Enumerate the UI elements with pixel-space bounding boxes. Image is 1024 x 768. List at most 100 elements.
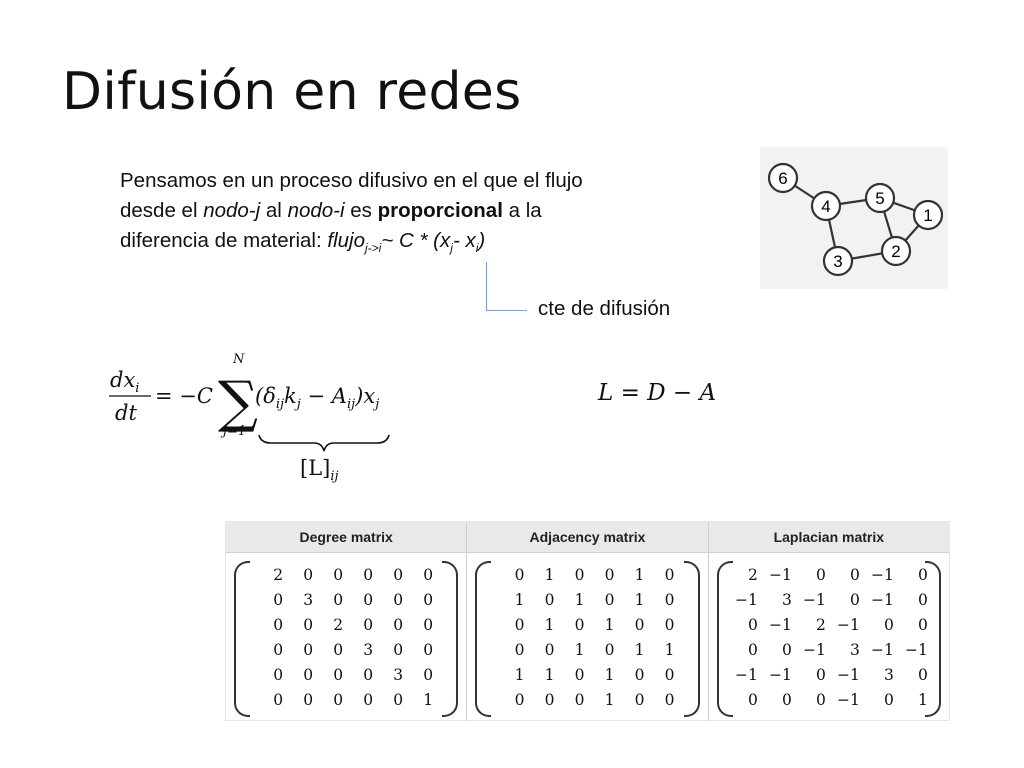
matrix-cell: −1 xyxy=(734,590,758,609)
matrices-figure: Degree matrix Adjacency matrix Laplacian… xyxy=(225,521,950,721)
svg-text:5: 5 xyxy=(875,189,884,208)
matrix-cell: 1 xyxy=(574,640,585,659)
left-paren xyxy=(716,561,733,717)
matrix-cell: 0 xyxy=(303,565,314,584)
svg-text:2: 2 xyxy=(891,242,900,261)
svg-text:∑: ∑ xyxy=(218,370,258,435)
matrix-cell: 0 xyxy=(781,640,792,659)
matrix-cell: 1 xyxy=(544,615,555,634)
left-paren xyxy=(475,561,492,717)
matrix-cell: 0 xyxy=(273,690,284,709)
matrix-cell: 0 xyxy=(363,690,374,709)
right-paren xyxy=(683,561,700,717)
matrix-cell: 1 xyxy=(664,640,675,659)
matrix-cell: 0 xyxy=(393,690,404,709)
matrix-cell: −1 xyxy=(870,565,894,584)
matrix-cell: 2 xyxy=(333,615,344,634)
matrix-cell: 3 xyxy=(393,665,404,684)
svg-text:1: 1 xyxy=(923,206,932,225)
matrix-cell: 0 xyxy=(363,565,374,584)
matrix-cell: 0 xyxy=(514,640,525,659)
matrix-cell: 2 xyxy=(747,565,758,584)
matrix-cell: 0 xyxy=(423,565,434,584)
intro-line-1: Pensamos en un proceso difusivo en el qu… xyxy=(120,169,583,192)
matrices-header: Degree matrix Adjacency matrix Laplacian… xyxy=(226,522,949,553)
matrix-cell: 0 xyxy=(363,615,374,634)
header-adjacency: Adjacency matrix xyxy=(467,522,709,552)
svg-text:j=1: j=1 xyxy=(220,424,246,439)
matrix-cell: 1 xyxy=(514,590,525,609)
matrix-cell: 0 xyxy=(634,690,645,709)
intro-line-2: desde el nodo-j al nodo-i es proporciona… xyxy=(120,199,542,222)
matrix-cell: −1 xyxy=(870,640,894,659)
matrix-cell: 0 xyxy=(273,590,284,609)
matrix-cell: 0 xyxy=(815,665,826,684)
left-paren xyxy=(234,561,250,717)
matrix-cell: 0 xyxy=(664,690,675,709)
matrix-cell: 1 xyxy=(514,665,525,684)
slide-title: Difusión en redes xyxy=(62,62,522,122)
matrix-cell: 0 xyxy=(423,640,434,659)
matrix-cell: 0 xyxy=(917,565,928,584)
matrix-cell: 1 xyxy=(604,690,615,709)
matrix-cell: 1 xyxy=(574,590,585,609)
matrix-cell: 0 xyxy=(303,615,314,634)
matrix-cell: 0 xyxy=(273,615,284,634)
intro-line-3: diferencia de material: flujoj->i~ C * (… xyxy=(120,229,486,256)
matrix-cell: −1 xyxy=(836,690,860,709)
matrix-cell: 0 xyxy=(303,640,314,659)
matrix-cell: 0 xyxy=(393,565,404,584)
matrix-cell: −1 xyxy=(802,640,826,659)
matrix-cell: 0 xyxy=(423,590,434,609)
matrix-cell: 1 xyxy=(634,590,645,609)
matrix-cell: −1 xyxy=(768,565,792,584)
matrix-cell: 0 xyxy=(514,615,525,634)
graph-node-6: 6 xyxy=(767,162,799,194)
matrix-cell: 0 xyxy=(574,665,585,684)
matrix-cell: 0 xyxy=(604,590,615,609)
header-degree: Degree matrix xyxy=(226,522,468,552)
graph-node-1: 1 xyxy=(912,199,944,231)
right-paren xyxy=(924,561,941,717)
matrix-cell: −1 xyxy=(836,665,860,684)
matrix-cell: −1 xyxy=(870,590,894,609)
matrix-cell: 0 xyxy=(634,665,645,684)
matrix-cell: −1 xyxy=(768,615,792,634)
matrix-cell: 0 xyxy=(393,590,404,609)
matrix-cell: 0 xyxy=(917,665,928,684)
matrix-cell: 0 xyxy=(333,640,344,659)
matrix-cell: 0 xyxy=(849,590,860,609)
matrix-cell: 0 xyxy=(664,615,675,634)
matrix-cell: −1 xyxy=(802,590,826,609)
svg-text:4: 4 xyxy=(821,197,830,216)
matrix-cell: 1 xyxy=(544,665,555,684)
svg-text:dxi: dxi xyxy=(110,368,139,396)
matrix-cell: 0 xyxy=(747,615,758,634)
matrix-cell: 0 xyxy=(747,640,758,659)
matrix-cell: 3 xyxy=(363,640,374,659)
matrix-cell: 3 xyxy=(781,590,792,609)
intro-paragraph: Pensamos en un proceso difusivo en el qu… xyxy=(120,166,680,263)
graph-node-2: 2 xyxy=(880,235,912,267)
matrix-cell: 0 xyxy=(815,690,826,709)
matrix-cell: 0 xyxy=(273,640,284,659)
matrix-cell: 0 xyxy=(781,690,792,709)
matrix-cell: 0 xyxy=(664,565,675,584)
matrix-cell: 0 xyxy=(273,665,284,684)
matrix-cell: 0 xyxy=(849,565,860,584)
matrix-cell: 1 xyxy=(634,640,645,659)
matrix-cell: 0 xyxy=(664,665,675,684)
matrix-cell: 0 xyxy=(883,690,894,709)
